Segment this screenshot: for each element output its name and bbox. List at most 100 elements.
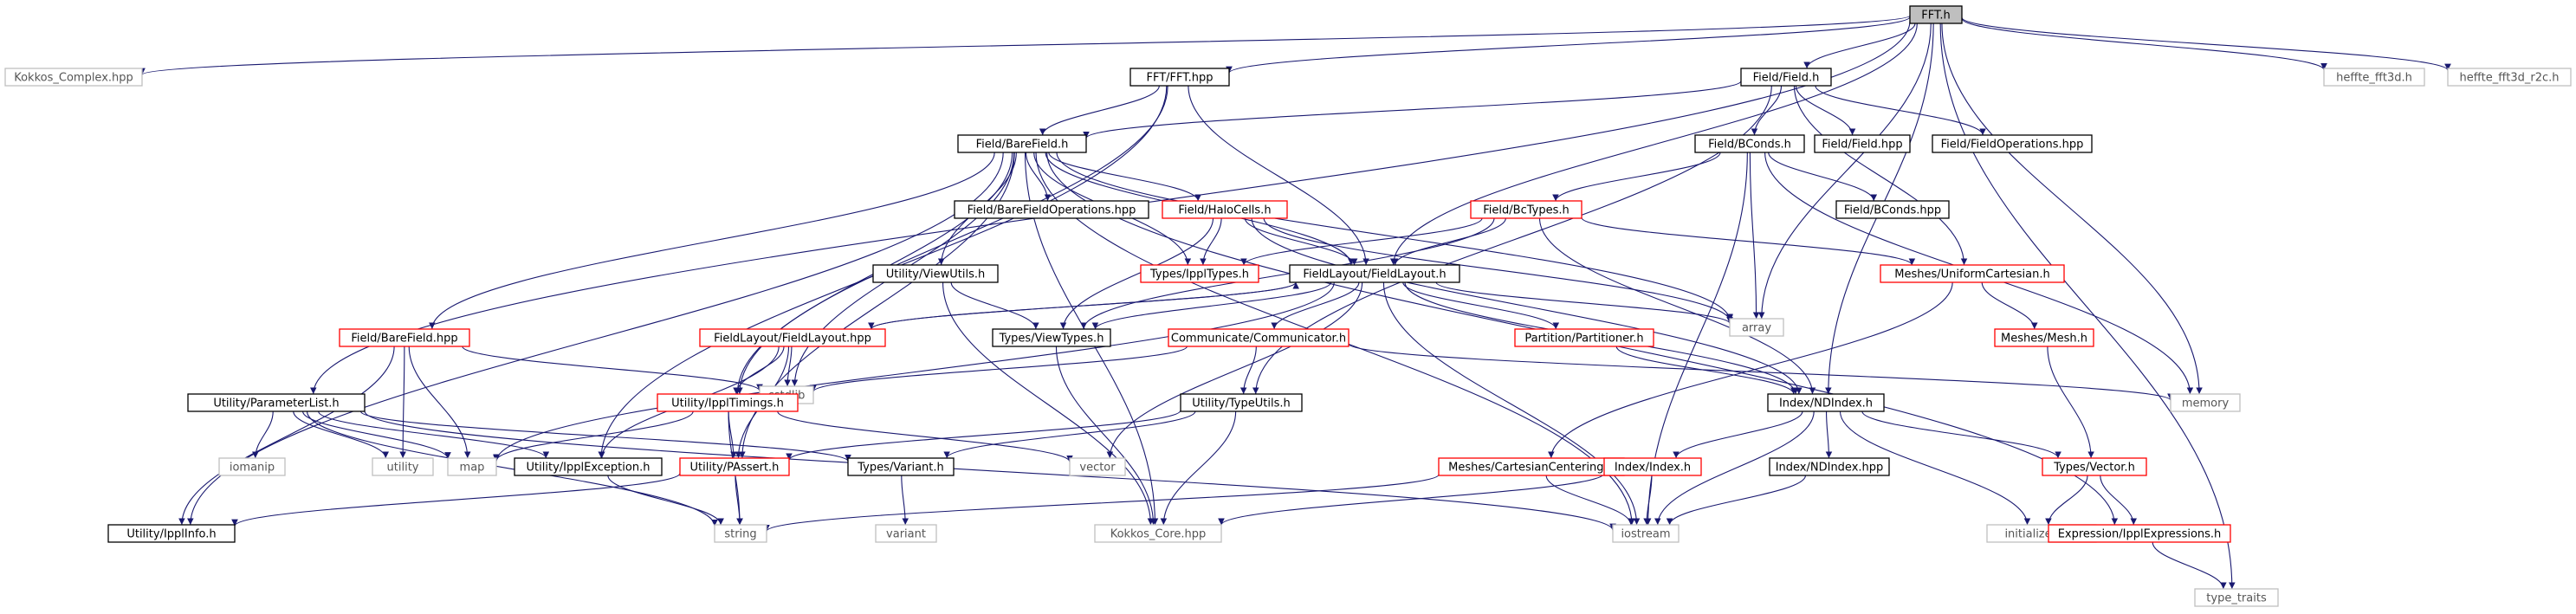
node-label: utility [387, 462, 419, 475]
node-box [1603, 457, 1702, 476]
edge-fft_h-to-heffte_fft3d_r2c [1961, 16, 2451, 71]
node-label: Kokkos_Complex.hpp [14, 72, 133, 85]
node-utility-passert-h[interactable]: Utility/PAssert.h [679, 457, 790, 476]
edge-utility_parameterlist_h-to-utility [293, 410, 390, 459]
node-array: array [1729, 318, 1784, 337]
node-box [1129, 68, 1230, 87]
node-box [875, 524, 937, 543]
node-utility-ipplexception-h[interactable]: Utility/IpplException.h [514, 457, 663, 476]
node-field-bcondsh-hpp[interactable]: Field/BConds.hpp [1835, 200, 1950, 219]
edge-fieldlayout_h-to-map [493, 281, 1335, 462]
node-label: Index/NDIndex.hpp [1776, 462, 1884, 475]
node-box [957, 134, 1087, 153]
node-iomanip: iomanip [218, 457, 286, 476]
node-types-variant-h[interactable]: Types/Variant.h [847, 457, 955, 476]
edge-field_bconds_h-to-field_bctypes_h [1552, 152, 1721, 202]
node-field-bctypes-h[interactable]: Field/BcTypes.h [1470, 200, 1582, 219]
node-fft-h[interactable]: FFT.h [1909, 5, 1963, 24]
node-label: heffte_fft3d.h [2336, 72, 2412, 85]
node-utility-typeutils-h[interactable]: Utility/TypeUtils.h [1180, 393, 1303, 412]
node-label: Field/BareField.hpp [351, 333, 457, 346]
edge-types_vector_h-to-expression_ipplexpressions_h [2100, 475, 2138, 526]
node-box [1994, 328, 2094, 347]
node-utility-ipplinfo-h[interactable]: Utility/IpplInfo.h [107, 524, 236, 543]
node-field-field-hpp[interactable]: Field/Field.hpp [1814, 134, 1911, 153]
node-box [699, 328, 886, 347]
node-variant: variant [875, 524, 937, 543]
node-box [1909, 5, 1963, 24]
edge-utility_parameterlist_h-to-map [301, 410, 451, 460]
edge-field_barefield_hpp-to-utility [399, 346, 406, 459]
node-index-ndindex-hpp[interactable]: Index/NDIndex.hpp [1769, 457, 1890, 476]
node-field-barefield-h[interactable]: Field/BareField.h [957, 134, 1087, 153]
edge-field_halocells_h-to-types_viewtypes_h [1059, 217, 1214, 330]
node-label: variant [886, 528, 926, 541]
edge-field_barefield_h-to-field_barefieldops_hpp [1025, 152, 1052, 202]
node-box [4, 68, 143, 87]
node-box [339, 328, 470, 347]
node-communicate-h[interactable]: Communicate/Communicator.h [1168, 328, 1349, 347]
node-iostream: iostream [1612, 524, 1680, 543]
edge-field_bctypes_h-to-types_ippltypes_h [1240, 217, 1483, 266]
node-box [992, 328, 1111, 347]
node-label: FieldLayout/FieldLayout.h [1303, 268, 1446, 281]
node-label: Field/FieldOperations.hpp [1941, 139, 2084, 152]
node-fft-fft-hpp[interactable]: FFT/FFT.hpp [1129, 68, 1230, 87]
edge-utility_parameterlist_h-to-types_variant_h [359, 410, 851, 462]
edge-utility_viewutils_h-to-types_viewtypes_h [950, 281, 1039, 330]
node-expression-ipplexpressions-h[interactable]: Expression/IpplExpressions.h [2048, 524, 2231, 543]
edge-field_barefield_hpp-to-map [408, 346, 471, 459]
node-partitioner-h[interactable]: Partition/Partitioner.h [1514, 328, 1654, 347]
node-field-halocells-h[interactable]: Field/HaloCells.h [1162, 200, 1288, 219]
node-box [1880, 264, 2065, 283]
node-utility-ippltimings-h[interactable]: Utility/IpplTimings.h [657, 393, 799, 412]
node-field-barefieldops-hpp[interactable]: Field/BareFieldOperations.hpp [954, 200, 1149, 219]
node-heffte-fft3d-r2c: heffte_fft3d_r2c.h [2447, 68, 2572, 87]
edge-fft_h-to-type_traits [1939, 23, 2236, 590]
node-index-index-h[interactable]: Index/Index.h [1603, 457, 1702, 476]
node-utility-parameterlist-h[interactable]: Utility/ParameterList.h [187, 393, 366, 412]
edge-meshes_uniformcartesian_h-to-meshes_cartesiancentering_h [1548, 281, 1953, 459]
node-field-bconds-h[interactable]: Field/BConds.h [1694, 134, 1805, 153]
node-types-ippltypes-h[interactable]: Types/IpplTypes.h [1140, 264, 1259, 283]
node-label: vector [1079, 462, 1116, 475]
edge-utility_passert_h-to-string [735, 475, 743, 526]
node-meshes-mesh-h[interactable]: Meshes/Mesh.h [1994, 328, 2094, 347]
node-box [218, 457, 286, 476]
edge-fft_h-to-memory [1941, 23, 2203, 395]
node-field-field-h[interactable]: Field/Field.h [1740, 68, 1832, 87]
edge-field_barefield_h-to-utility_passert_h [739, 152, 1015, 459]
node-meshes-cartesiancentering-h[interactable]: Meshes/CartesianCentering.h [1438, 457, 1625, 476]
edge-index_ndindex_h-to-initializer_list [1839, 410, 2031, 526]
node-box [2042, 457, 2147, 476]
node-box [1740, 68, 1832, 87]
node-label: Utility/IpplException.h [527, 462, 650, 475]
edge-partitioner_h-to-index_ndindex_h [1615, 346, 1797, 395]
node-label: heffte_fft3d_r2c.h [2459, 72, 2559, 85]
node-fieldlayout-hpp[interactable]: FieldLayout/FieldLayout.hpp [699, 328, 886, 347]
edge-index_ndindex_h-to-iostream [1654, 410, 1815, 526]
node-types-vector-h[interactable]: Types/Vector.h [2042, 457, 2147, 476]
node-types-viewtypes-h[interactable]: Types/ViewTypes.h [992, 328, 1111, 347]
edge-utility_passert_h-to-utility_ipplinfo_h [231, 472, 681, 527]
node-meshes-uniformcartesian-h[interactable]: Meshes/UniformCartesian.h [1880, 264, 2065, 283]
node-label: Index/NDIndex.h [1779, 397, 1873, 410]
edge-field_field_h-to-meshes_uniformcartesian_h [1793, 85, 1968, 266]
node-fieldlayout-h[interactable]: FieldLayout/FieldLayout.h [1289, 264, 1460, 283]
node-box [714, 524, 767, 543]
edge-utility_typeutils_h-to-kokkos_core [1160, 410, 1237, 526]
node-utility: utility [372, 457, 434, 476]
node-field-fieldops-hpp[interactable]: Field/FieldOperations.hpp [1932, 134, 2093, 153]
node-label: array [1742, 322, 1771, 335]
node-field-barefield-hpp[interactable]: Field/BareField.hpp [339, 328, 470, 347]
node-label: Field/BConds.h [1708, 139, 1791, 152]
node-kokkos-complex: Kokkos_Complex.hpp [4, 68, 143, 87]
node-box [1180, 393, 1303, 412]
node-label: Utility/ViewUtils.h [886, 268, 985, 281]
edge-fft_h-to-fieldlayout_h [1389, 23, 1918, 266]
node-index-ndindex-h[interactable]: Index/NDIndex.h [1767, 393, 1885, 412]
node-box [2048, 524, 2231, 543]
node-utility-viewutils-h[interactable]: Utility/ViewUtils.h [872, 264, 999, 283]
